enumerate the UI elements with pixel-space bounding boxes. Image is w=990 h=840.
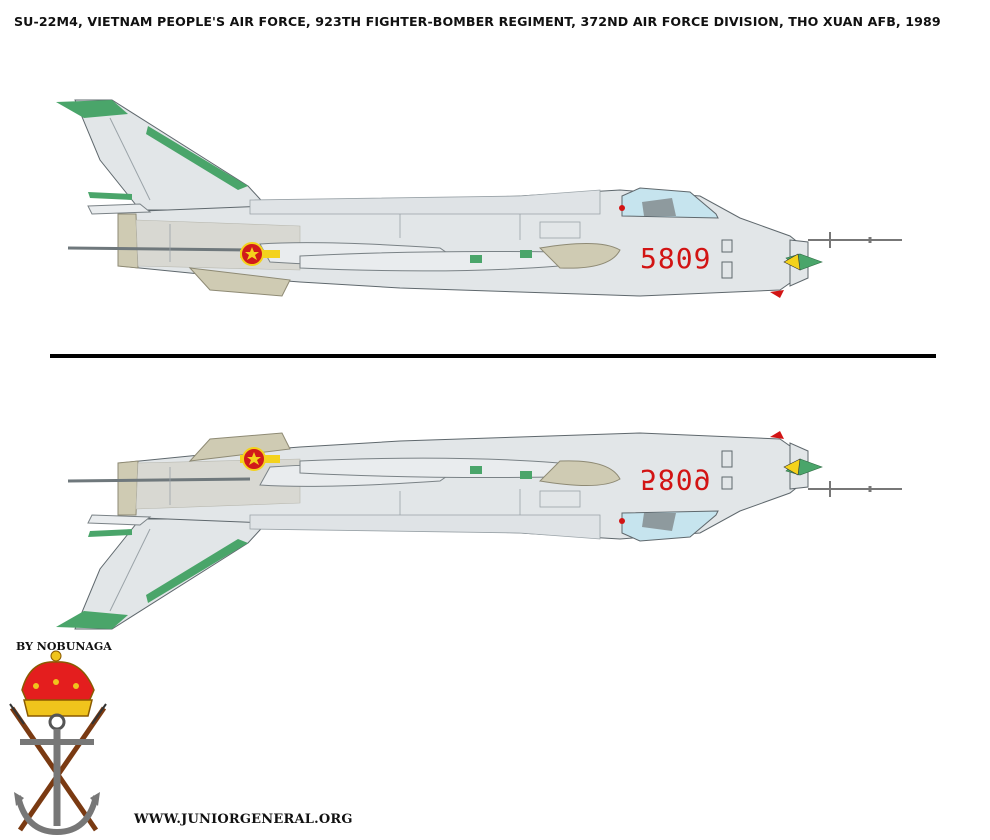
website-link[interactable]: WWW.JUNIORGENERAL.ORG	[134, 812, 353, 827]
divider-line	[50, 354, 936, 358]
serial-number: 5809	[640, 242, 711, 275]
anchor-icon	[14, 713, 100, 836]
vpaf-roundel-icon	[240, 447, 280, 471]
crown-emblem-icon	[21, 650, 95, 717]
aircraft-side-view: 5809	[54, 98, 904, 300]
serial-number-mirrored: 5809	[640, 463, 711, 496]
vpaf-roundel-icon	[240, 242, 280, 266]
page-title: SU-22M4, VIETNAM PEOPLE'S AIR FORCE, 923…	[14, 14, 941, 29]
aircraft-side-view-mirrored: 5809	[54, 429, 904, 631]
byline: BY NOBUNAGA	[16, 640, 112, 653]
